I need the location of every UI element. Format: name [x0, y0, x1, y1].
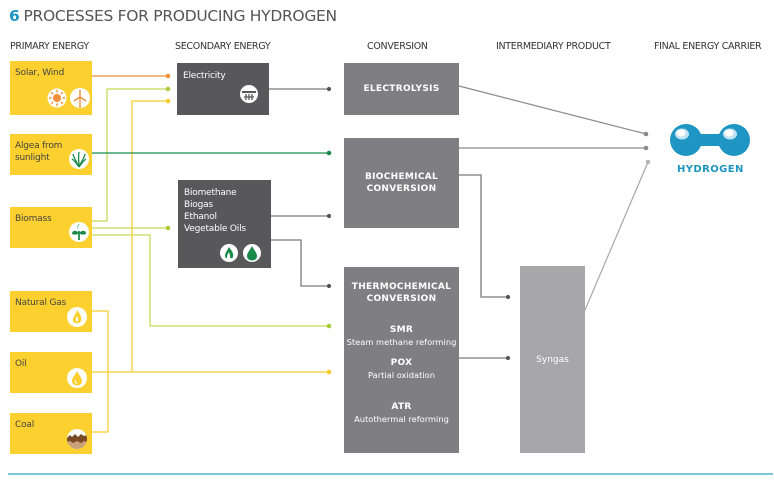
column-header-conversion: CONVERSION — [367, 41, 428, 52]
conversion-box-biochemical: BIOCHEMICAL CONVERSION — [344, 138, 459, 228]
primary-label: Oil — [15, 359, 27, 369]
primary-box-biomass: Biomass — [10, 207, 92, 248]
oil-drop-icon — [67, 368, 87, 388]
line-fossil-to-electricity — [131, 98, 171, 372]
flame-icon — [220, 244, 238, 262]
primary-label: Solar, Wind — [15, 68, 65, 78]
primary-label: Algea from sunlight — [15, 141, 63, 163]
biochemical-label-line1: BIOCHEMICAL — [364, 172, 439, 182]
power-plug-icon — [240, 85, 258, 103]
process-name: Partial oxidation — [368, 370, 435, 380]
process-smr: SMR Steam methane reforming — [344, 324, 459, 348]
line-biochemical-to-hydrogen — [459, 145, 649, 151]
line-biofuels-to-thermochemical — [271, 239, 332, 289]
biofuel-item: Biogas — [184, 200, 213, 210]
thermochemical-label-line2: CONVERSION — [366, 294, 437, 304]
line-biomass-to-thermochemical — [92, 234, 332, 329]
process-abbr: ATR — [391, 402, 412, 412]
line-oil-to-thermochemical — [92, 369, 332, 375]
line-thermochemical-to-syngas — [459, 355, 511, 361]
column-header-primary: PRIMARY ENERGY — [10, 41, 89, 52]
primary-box-coal: Coal — [10, 413, 92, 454]
biofuel-item: Vegetable Oils — [184, 224, 246, 234]
plant-sprout-icon — [69, 222, 89, 242]
process-abbr: POX — [390, 358, 413, 368]
title-text: PROCESSES FOR PRODUCING HYDROGEN — [23, 7, 338, 25]
primary-box-oil: Oil — [10, 352, 92, 393]
conversion-box-electrolysis: ELECTROLYSIS — [344, 63, 459, 115]
line-biomass-to-biofuels — [92, 225, 171, 231]
biochemical-label-line2: CONVERSION — [366, 184, 437, 194]
column-header-final: FINAL ENERGY CARRIER — [654, 41, 762, 52]
column-header-secondary: SECONDARY ENERGY — [175, 41, 271, 52]
bottom-divider — [8, 473, 773, 475]
primary-box-solar-wind: Solar, Wind — [10, 61, 92, 115]
line-electricity-to-electrolysis — [269, 86, 332, 92]
line-syngas-to-hydrogen — [584, 159, 651, 311]
primary-box-natural-gas: Natural Gas — [10, 291, 92, 332]
primary-label: Natural Gas — [15, 298, 67, 308]
secondary-box-electricity: Electricity — [177, 63, 269, 115]
algae-icon — [69, 149, 89, 169]
biofuel-item: Ethanol — [184, 212, 217, 222]
process-atr: ATR Autothermal reforming — [344, 401, 459, 425]
process-abbr: SMR — [389, 325, 414, 335]
figure-number: 6 — [9, 7, 20, 25]
column-header-intermediary: INTERMEDIARY PRODUCT — [496, 41, 611, 52]
conversion-box-thermochemical: THERMOCHEMICAL CONVERSION SMR Steam meth… — [344, 267, 459, 453]
electrolysis-label: ELECTROLYSIS — [363, 84, 440, 94]
line-algae-to-biochemical — [92, 150, 332, 156]
oil-drop-icon — [243, 244, 261, 262]
line-solar-to-electricity — [92, 73, 171, 79]
intermediary-box-syngas: Syngas — [520, 266, 585, 453]
wind-turbine-icon — [70, 88, 90, 108]
thermochemical-label-line1: THERMOCHEMICAL — [351, 282, 452, 292]
line-electrolysis-to-hydrogen — [458, 85, 649, 137]
flame-icon — [67, 307, 87, 327]
secondary-box-biofuels: Biomethane Biogas Ethanol Vegetable Oils — [178, 180, 271, 268]
process-pox: POX Partial oxidation — [344, 357, 459, 381]
line-biofuels-to-biochemical — [271, 213, 332, 219]
coal-icon — [67, 429, 87, 449]
hydrogen-label: HYDROGEN — [677, 164, 744, 175]
process-name: Steam methane reforming — [346, 337, 457, 347]
biofuel-item: Biomethane — [184, 188, 237, 198]
primary-box-algae: Algea from sunlight — [10, 134, 92, 175]
sun-icon — [47, 88, 67, 108]
line-biomass-to-electricity — [92, 86, 171, 222]
line-biochemical-to-syngas — [459, 174, 511, 300]
process-name: Autothermal reforming — [354, 414, 449, 424]
syngas-label: Syngas — [536, 354, 569, 365]
secondary-label: Electricity — [183, 71, 226, 81]
primary-label: Coal — [15, 420, 35, 430]
hydrogen-molecule-icon — [670, 124, 750, 156]
primary-label: Biomass — [15, 214, 52, 224]
